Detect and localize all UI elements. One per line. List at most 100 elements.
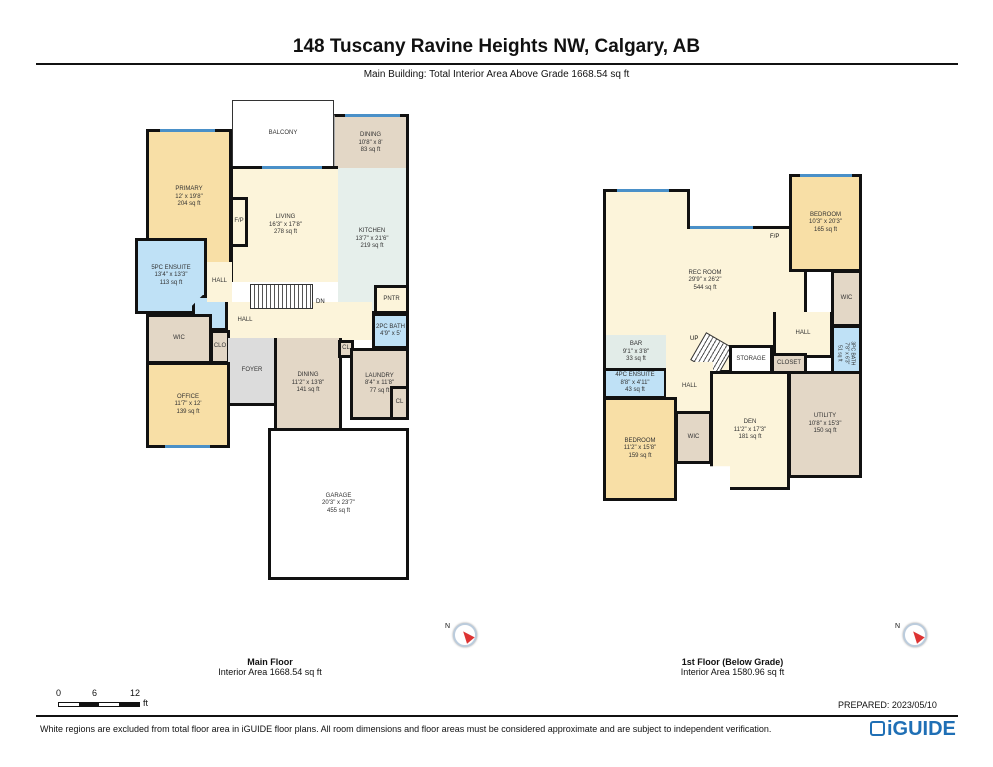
- fireplace: F/P: [230, 197, 248, 247]
- scale-tick: 0: [56, 688, 62, 698]
- room-area: 43 sq ft: [625, 387, 645, 394]
- room-dims: 16'3" x 17'8": [269, 221, 302, 228]
- compass-north-label: N: [445, 623, 451, 630]
- room-name: FOYER: [241, 366, 263, 373]
- room-closet: CLO: [210, 330, 230, 364]
- room-name: WIC: [173, 335, 185, 342]
- room-dims: 11'2" x 17'3": [733, 426, 767, 433]
- room-name: DEN: [743, 419, 757, 426]
- divider: [36, 715, 958, 717]
- room-dims: 11'2" x 13'8": [291, 379, 325, 386]
- room-name: 4PC ENSUITE: [615, 372, 655, 379]
- window: [690, 226, 753, 229]
- room-name: CLOSET: [776, 359, 801, 366]
- window: [262, 166, 322, 169]
- lower-floor-label: 1st Floor (Below Grade)Interior Area 158…: [650, 657, 815, 677]
- room-name: DINING: [360, 132, 381, 139]
- room-dims: 29'9" x 26'2": [688, 277, 722, 284]
- room-area: 150 sq ft: [813, 428, 837, 435]
- compass-icon: N: [895, 623, 927, 647]
- room-balcony: BALCONY: [232, 100, 334, 168]
- room-hall: HALL: [773, 312, 833, 358]
- room-name: LIVING: [275, 214, 296, 221]
- compass-icon: N: [445, 623, 477, 647]
- floor-name: 1st Floor (Below Grade): [681, 657, 784, 667]
- floor-area: Interior Area 1668.54 sq ft: [218, 667, 322, 677]
- room-dims: 8'4" x 11'8": [364, 380, 395, 387]
- stairs: [250, 284, 313, 309]
- room-area: 33 sq ft: [626, 356, 646, 363]
- room-foyer: FOYER: [228, 338, 276, 406]
- room-name: WIC: [687, 433, 700, 440]
- scale-tick: 6: [92, 688, 98, 698]
- room-name: DINING: [297, 372, 319, 379]
- room-area: 204 sq ft: [177, 201, 201, 208]
- room-area: 544 sq ft: [693, 284, 717, 291]
- room-dims: 11'7" x 12': [174, 401, 202, 408]
- room-name: LAUNDRY: [365, 372, 394, 379]
- room-wic: WIC: [146, 314, 212, 364]
- room-storage: STORAGE: [729, 345, 773, 374]
- room-name: 2PC BATH: [376, 323, 405, 330]
- scale-unit: ft: [143, 698, 149, 708]
- room-dims: 12' x 19'8": [175, 193, 203, 200]
- room-name: HALL: [211, 278, 227, 285]
- room-name: UTILITY: [813, 413, 837, 420]
- compass-north-label: N: [895, 623, 901, 630]
- scale-graphic: [58, 702, 140, 707]
- window: [160, 129, 215, 132]
- room-area: 165 sq ft: [813, 226, 837, 233]
- room-area: 77 sq ft: [369, 387, 390, 394]
- room-area: 455 sq ft: [326, 507, 350, 514]
- room-name: 3PC BATH: [849, 341, 856, 366]
- room-name: BAR: [629, 341, 643, 348]
- wall: [603, 189, 690, 229]
- room-name: OFFICE: [177, 393, 199, 400]
- room-name: HALL: [237, 317, 253, 324]
- room-name: BALCONY: [268, 130, 298, 137]
- logo-text: iGUIDE: [887, 718, 956, 740]
- logo-icon: [870, 721, 885, 736]
- room-area: 141 sq ft: [296, 387, 320, 394]
- room-dims: 11'2" x 15'8": [623, 445, 657, 452]
- stairs-down-label: DN: [316, 299, 325, 305]
- room-name: BEDROOM: [624, 437, 656, 444]
- room-dims: 13'7" x 21'6": [355, 235, 389, 242]
- room-wic: WIC: [831, 270, 862, 327]
- room-name: REC ROOM: [688, 269, 722, 276]
- floor-area: Interior Area 1580.96 sq ft: [680, 667, 785, 677]
- page-subtitle: Main Building: Total Interior Area Above…: [363, 69, 630, 80]
- room-area: 139 sq ft: [176, 408, 200, 415]
- window: [617, 189, 669, 192]
- window: [345, 114, 400, 117]
- room-name: WIC: [840, 294, 853, 301]
- room-dims: 8'8" x 4'11": [620, 379, 650, 386]
- room-dims: 4'9" x 5': [380, 331, 401, 337]
- room-name: GARAGE: [325, 492, 352, 499]
- room-name: STORAGE: [736, 355, 766, 362]
- window: [800, 174, 852, 177]
- iguide-logo: iGUIDE: [870, 718, 956, 741]
- room-area: 159 sq ft: [628, 452, 652, 459]
- room-name: F/P: [234, 218, 244, 225]
- stairs-up-label: UP: [690, 336, 699, 342]
- room-area: 219 sq ft: [360, 243, 384, 250]
- room-wic: WIC: [675, 411, 712, 464]
- room-label: 3PC BATH 7'8" x 6'3" 51 sq ft: [837, 341, 856, 365]
- room-name: HALL: [795, 329, 811, 336]
- room-name: 5PC ENSUITE: [151, 264, 191, 271]
- room-name: CL: [342, 345, 350, 352]
- room-name: PNTR: [383, 295, 400, 302]
- room-name: HALL: [681, 383, 697, 390]
